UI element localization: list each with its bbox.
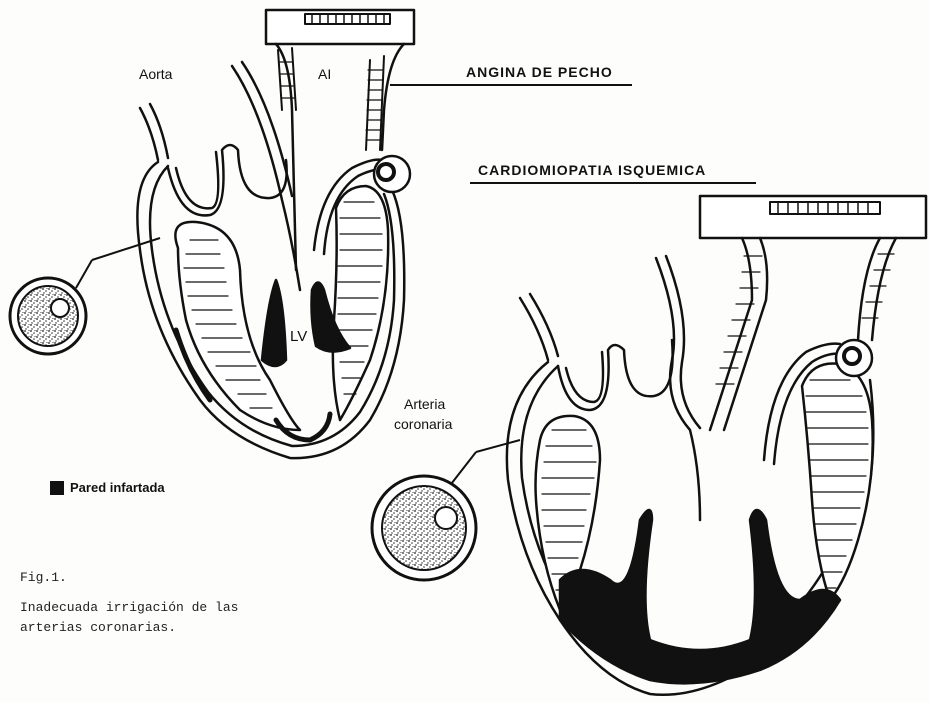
cardiomiopatia-underline [470,182,756,184]
caption-line2: arterias coronarias. [20,620,176,635]
legend-infarct-swatch [50,481,64,495]
label-arteria: Arteria [404,396,445,412]
title-angina: ANGINA DE PECHO [466,64,613,80]
heart-angina [137,10,414,458]
angina-underline [390,84,632,86]
label-atrium: AI [318,66,331,82]
artery-section-right [372,440,520,580]
caption-fig: Fig.1. [20,570,67,585]
label-aorta: Aorta [139,66,172,82]
artery-section-left [10,238,160,354]
title-cardiomiopatia: CARDIOMIOPATIA ISQUEMICA [478,162,706,178]
heart-cardiomiopatia [507,196,926,695]
caption-line1: Inadecuada irrigación de las [20,600,238,615]
label-coronaria: coronaria [394,416,452,432]
label-ventricle: LV [290,328,307,345]
legend-infarct-label: Pared infartada [70,480,165,495]
